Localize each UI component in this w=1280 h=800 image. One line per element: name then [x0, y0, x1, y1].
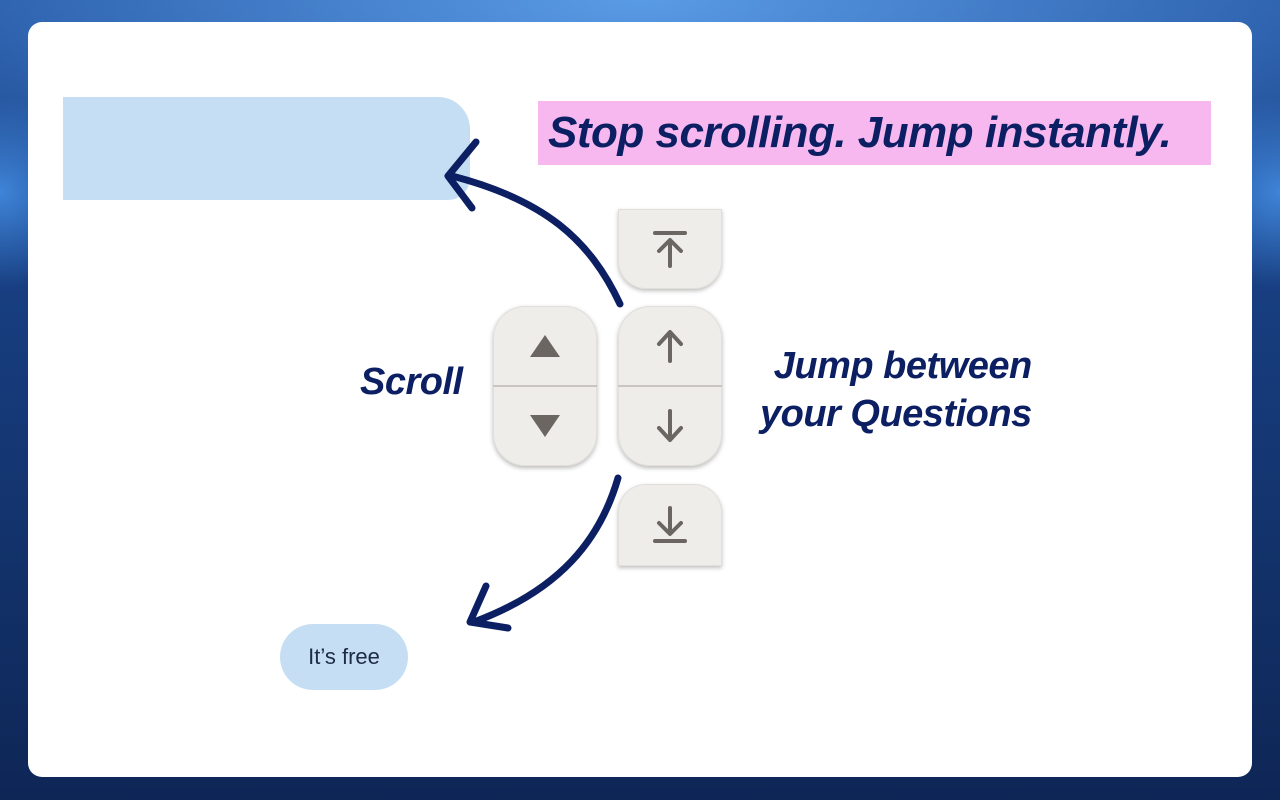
jump-previous-button[interactable] [618, 306, 722, 386]
jump-first-button[interactable] [618, 209, 722, 289]
scroll-down-button[interactable] [493, 386, 597, 466]
question-jump-control [618, 306, 722, 466]
arrow-head-down [466, 582, 512, 632]
scroll-up-button[interactable] [493, 306, 597, 386]
free-message-bubble: It’s free [280, 624, 408, 690]
curved-arrow-up [448, 172, 624, 308]
arrow-down-icon [657, 409, 683, 442]
jump-next-button[interactable] [618, 386, 722, 466]
jump-last-button[interactable] [618, 484, 722, 566]
arrow-up-icon [657, 330, 683, 363]
arrow-head-up [444, 138, 480, 212]
jump-label-line-1: Jump between [773, 345, 1032, 387]
scroll-control [493, 306, 597, 466]
scroll-divider [493, 385, 597, 387]
headline: Stop scrolling. Jump instantly. [538, 101, 1211, 165]
triangle-down-icon [530, 415, 560, 437]
user-message-bubble [63, 97, 470, 200]
jump-label-line-2: your Questions [760, 393, 1032, 435]
triangle-up-icon [530, 335, 560, 357]
scroll-label: Scroll [360, 361, 463, 403]
jump-divider [618, 385, 722, 387]
jump-label: Jump between your Questions [760, 342, 1032, 438]
arrow-to-bottom-icon [653, 506, 687, 543]
arrow-to-top-icon [653, 231, 687, 268]
curved-arrow-down [470, 474, 622, 626]
